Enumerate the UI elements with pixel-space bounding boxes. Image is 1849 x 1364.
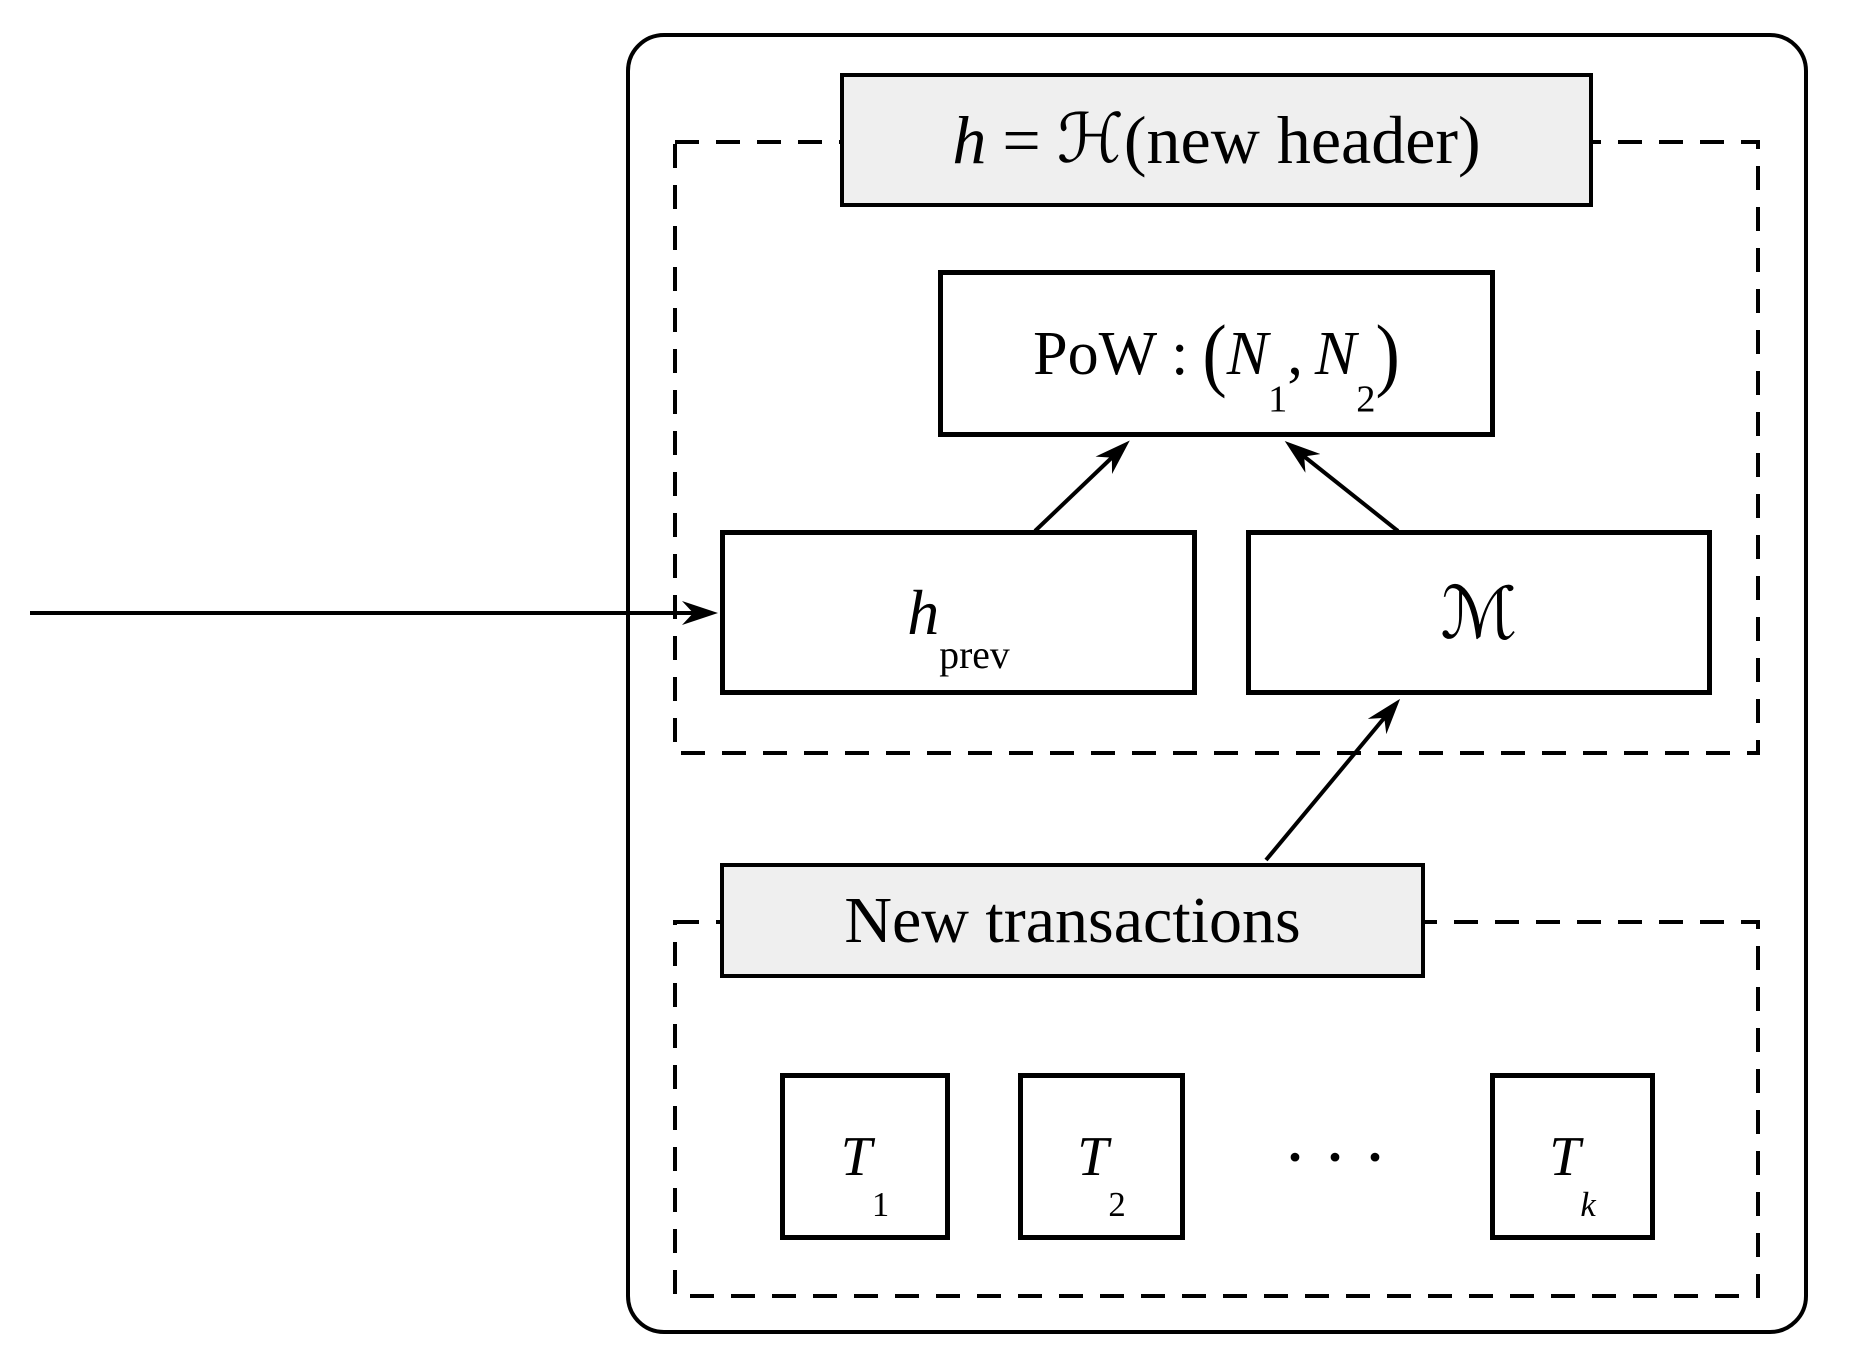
block-outline (626, 33, 1808, 1334)
block-hash-label: h = ℋ (new header) (840, 73, 1593, 207)
tx-box-k: T k (1490, 1073, 1655, 1240)
merkle-to-pow-arrow (1284, 441, 1400, 533)
tx2-letter: T (1077, 1125, 1109, 1188)
pow-colon: : (1171, 319, 1189, 388)
hash-arg: (new header) (1123, 102, 1481, 178)
nonce1-letter: N (1226, 319, 1269, 388)
txk-letter: T (1549, 1125, 1581, 1188)
tx-ellipsis: ··· (1285, 1127, 1407, 1187)
new-transactions-text: New transactions (844, 883, 1301, 957)
txk-subscript: k (1580, 1185, 1596, 1225)
merkle-symbol: ℳ (1440, 570, 1518, 655)
pow-open-paren: ( (1202, 308, 1227, 399)
hash-var: h (952, 102, 987, 178)
tx-box-1: T 1 (780, 1073, 950, 1240)
prev-hash-subscript: prev (939, 633, 1010, 678)
tx1-subscript: 1 (871, 1185, 890, 1225)
tx1-letter: T (840, 1125, 872, 1188)
prev-hash-var: h (907, 576, 940, 648)
nonce2-subscript: 2 (1356, 378, 1376, 421)
pow-comma: , (1287, 319, 1303, 388)
hash-function-symbol: ℋ (1056, 100, 1124, 179)
pow-box: PoW : ( N 1 , N 2 ) (938, 270, 1495, 437)
new-transactions-label: New transactions (720, 863, 1425, 978)
merkle-root-box: ℳ (1246, 530, 1712, 695)
pow-close-paren: ) (1375, 308, 1400, 399)
nonce2-letter: N (1314, 319, 1357, 388)
tx-box-2: T 2 (1018, 1073, 1185, 1240)
hprev-to-pow-arrow (1033, 440, 1130, 533)
equals-sign: = (1002, 102, 1041, 178)
pow-funcname: PoW (1033, 319, 1158, 388)
nonce1-subscript: 1 (1268, 378, 1288, 421)
tx2-subscript: 2 (1108, 1185, 1126, 1225)
prev-hash-box: h prev (720, 530, 1197, 695)
transactions-to-merkle-arrow (1264, 698, 1401, 862)
